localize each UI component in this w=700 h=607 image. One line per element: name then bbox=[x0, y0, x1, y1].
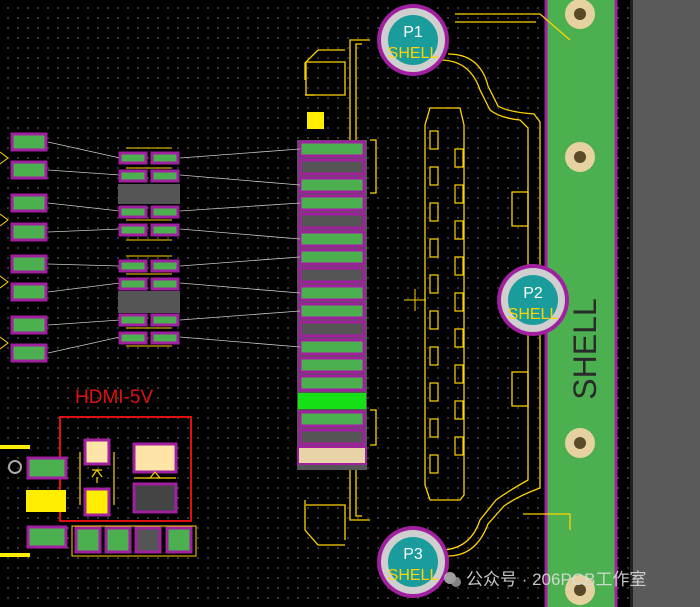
yellow-marker-pad bbox=[307, 112, 324, 129]
pad-p3-name: P3 bbox=[403, 546, 423, 563]
connector-outline bbox=[304, 13, 571, 557]
pad-p2-shell: SHELL bbox=[508, 306, 559, 323]
origin-crosshair bbox=[404, 289, 426, 311]
left-pads bbox=[10, 132, 48, 363]
pad-p3[interactable]: P3 SHELL bbox=[377, 526, 449, 598]
bottom-left-parts bbox=[0, 445, 197, 557]
gray-keepout-area bbox=[630, 0, 700, 607]
hdmi-5v-diode[interactable] bbox=[79, 438, 115, 517]
connector-pads bbox=[298, 140, 366, 446]
watermark: 公众号 · 206PCB工作室 bbox=[444, 570, 646, 589]
watermark-text: 公众号 · 206PCB工作室 bbox=[466, 570, 646, 589]
hdmi-5v-label: HDMI-5V bbox=[75, 387, 153, 408]
pad-p1-shell: SHELL bbox=[388, 45, 439, 62]
pad-p1[interactable]: P1 SHELL bbox=[377, 4, 449, 76]
pad-p2[interactable]: P2 SHELL bbox=[497, 264, 569, 336]
hdmi-5v-fuse[interactable] bbox=[132, 442, 178, 514]
pad-p3-shell: SHELL bbox=[388, 567, 439, 584]
left-esd-markers bbox=[0, 151, 9, 350]
tan-pad bbox=[297, 446, 367, 465]
gray-keepout-edge bbox=[630, 0, 633, 607]
resistor-arrays bbox=[118, 147, 180, 347]
connector-fingers bbox=[429, 130, 464, 474]
pad-p2-name: P2 bbox=[523, 285, 543, 302]
signal-traces bbox=[47, 141, 301, 354]
side-shell-label: SHELL bbox=[567, 298, 603, 399]
highlighted-pad[interactable] bbox=[298, 393, 366, 409]
strip-mount-holes bbox=[565, 0, 595, 605]
pad-p1-name: P1 bbox=[403, 24, 423, 41]
